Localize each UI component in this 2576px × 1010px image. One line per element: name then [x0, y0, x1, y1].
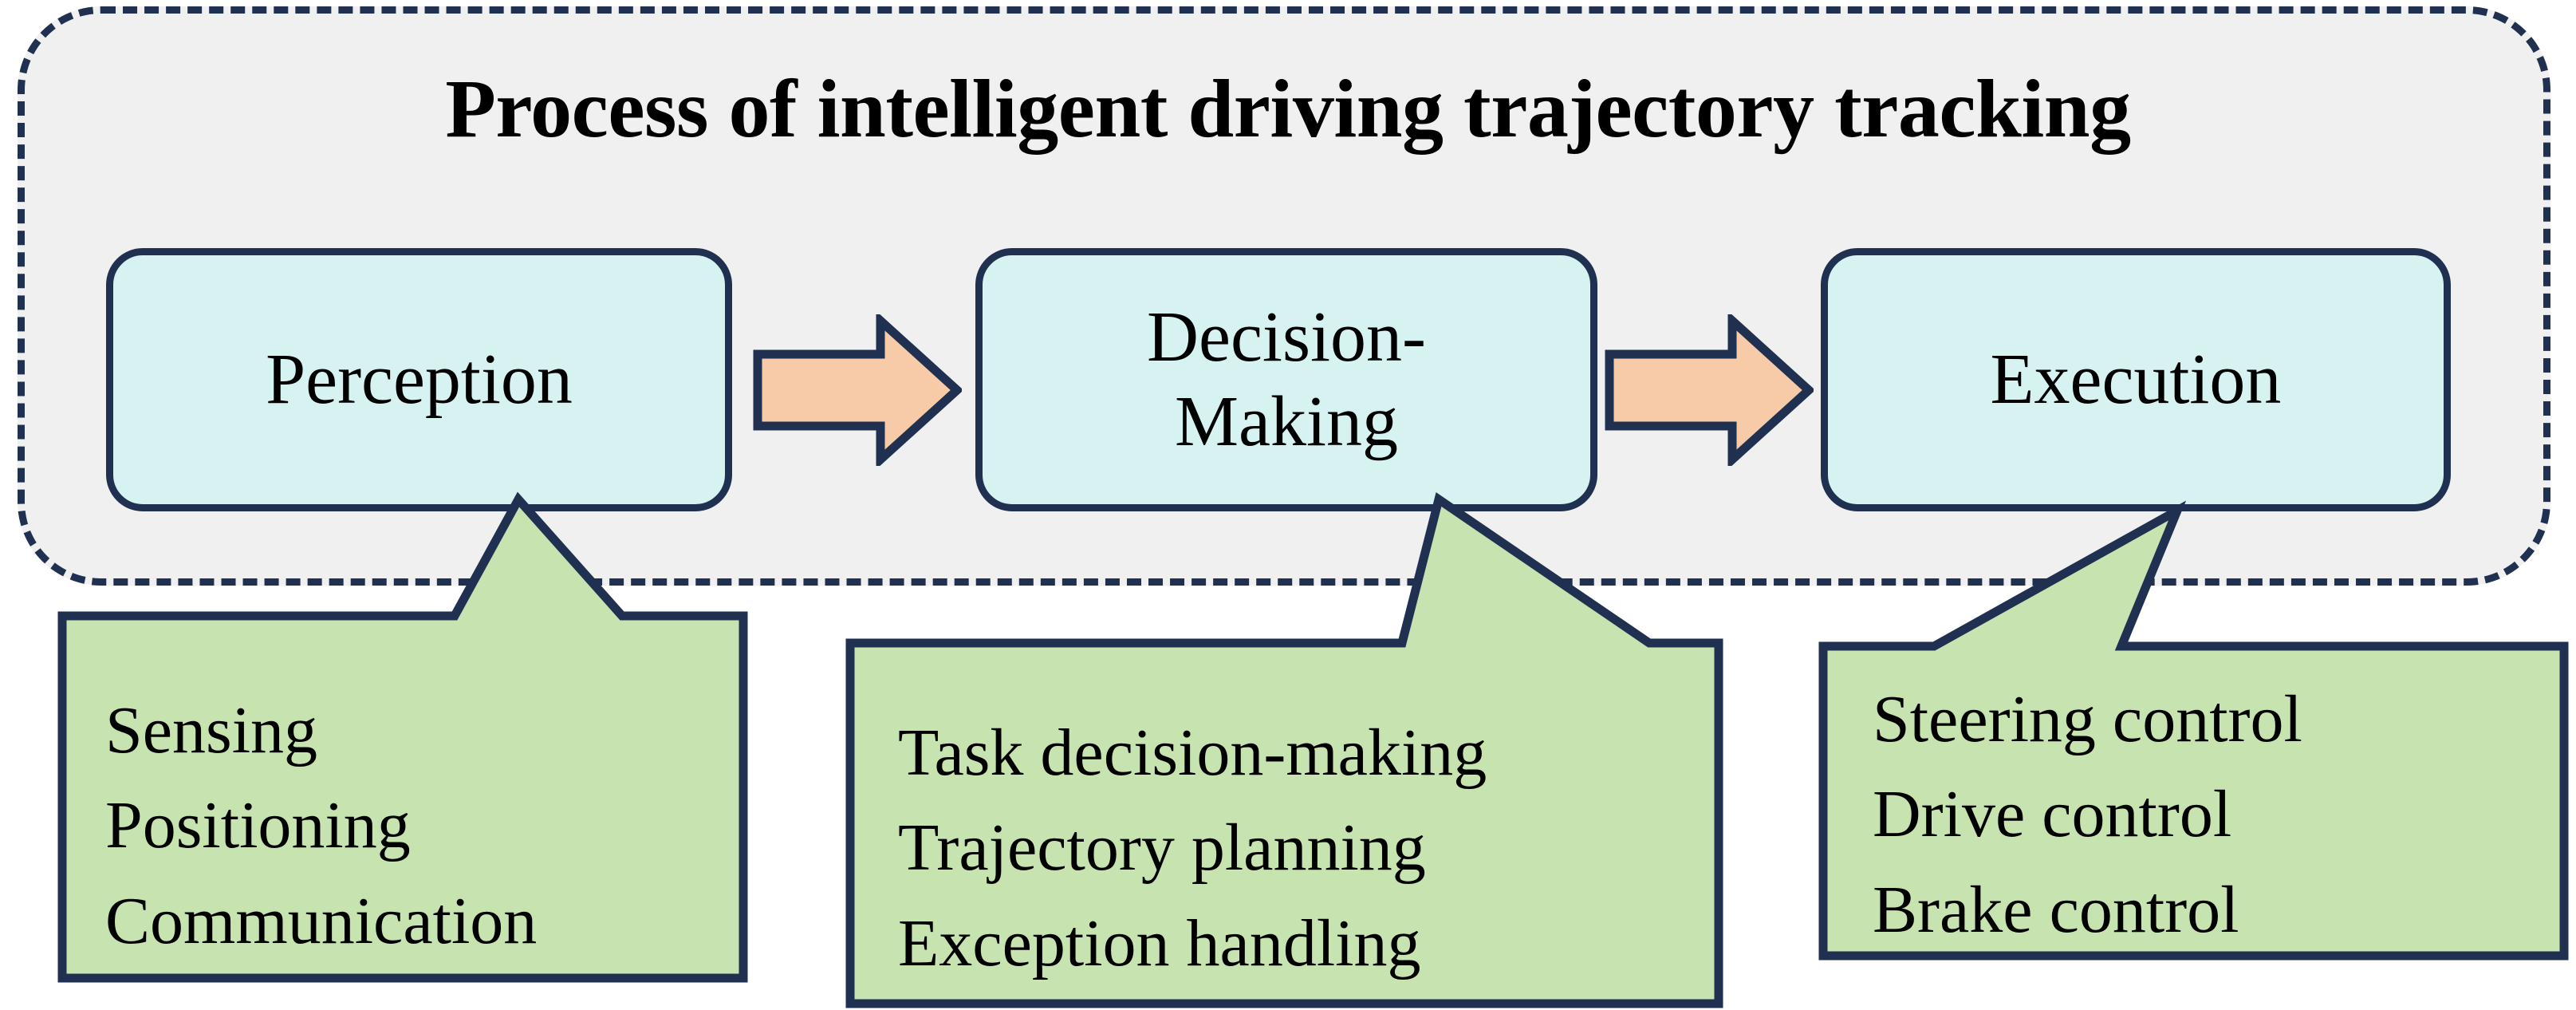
callout-decision-item-0: Task decision-making	[898, 716, 1487, 790]
callout-execution-text: Steering control Drive control Brake con…	[1873, 672, 2302, 957]
stage-box-execution-label: Execution	[1990, 339, 2282, 419]
callout-perception-text: Sensing Positioning Communication	[105, 683, 537, 969]
callout-execution-item-2: Brake control	[1873, 872, 2239, 947]
right-arrow-icon-decision-to-execution	[1605, 314, 1814, 466]
callout-perception-item-2: Communication	[105, 883, 538, 958]
callout-decision-text: Task decision-making Trajectory planning…	[898, 705, 1487, 991]
callout-execution-item-1: Drive control	[1873, 777, 2232, 852]
callout-decision-item-2: Exception handling	[898, 905, 1421, 980]
stage-box-perception-label: Perception	[266, 339, 573, 419]
callout-perception-details: Sensing Positioning Communication	[56, 490, 750, 984]
stage-box-decision-making-label-line2: Making	[1175, 382, 1398, 461]
callout-perception-item-1: Positioning	[105, 788, 411, 863]
callout-execution-item-0: Steering control	[1873, 682, 2302, 756]
callout-decision-item-1: Trajectory planning	[898, 811, 1426, 886]
callout-execution-details: Steering control Drive control Brake con…	[1817, 490, 2570, 962]
callout-perception-item-0: Sensing	[105, 693, 318, 767]
stage-box-decision-making[interactable]: Decision- Making	[975, 248, 1597, 511]
stage-box-perception[interactable]: Perception	[106, 248, 732, 511]
stage-box-execution[interactable]: Execution	[1821, 248, 2451, 511]
right-arrow-icon-perception-to-decision	[753, 314, 962, 466]
page-title: Process of intelligent driving trajector…	[445, 63, 2131, 155]
callout-decision-details: Task decision-making Trajectory planning…	[844, 490, 1725, 1010]
stage-box-decision-making-label-line1: Decision-	[1147, 297, 1426, 377]
